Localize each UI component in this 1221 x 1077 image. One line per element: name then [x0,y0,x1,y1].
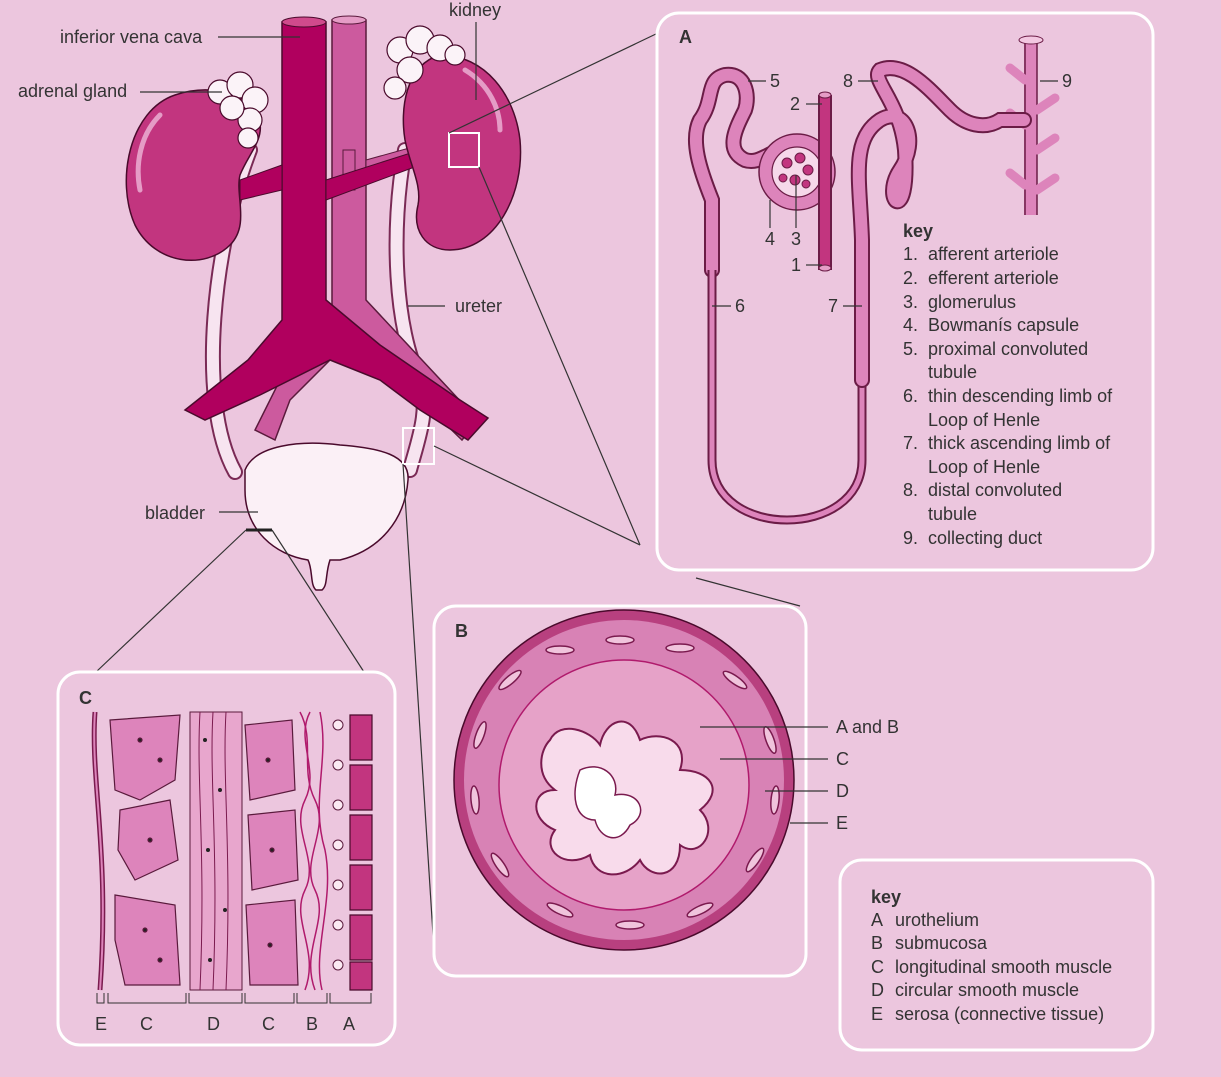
num-2: 2 [790,94,800,114]
longitudinal-muscle-left [109,714,181,986]
label-c: C [836,749,849,769]
key-text: tubule [928,362,977,382]
layer-labels: E C D C B A [95,1014,355,1034]
key-num: 7. [903,433,918,453]
key-text: glomerulus [928,292,1016,312]
panel-c-letter: C [79,688,92,708]
key-num: 4. [903,315,918,335]
label-kidney: kidney [449,0,501,20]
panel-c-bladder-wall: C [56,670,397,1047]
layer-label-b: B [306,1014,318,1034]
collecting-duct [1005,35,1060,215]
layer-key-title: key [871,887,901,907]
nephron-key-title: key [903,221,933,241]
nephron-key: key 1. afferent arteriole 2. efferent ar… [903,221,1113,548]
inferior-vena-cava [183,16,490,441]
label-inferior-vena-cava: inferior vena cava [60,27,203,47]
key-num: 5. [903,339,918,359]
key-num: 6. [903,386,918,406]
urothelium-layer [332,714,373,991]
layer-key-letter: B [871,933,883,953]
label-e: E [836,813,848,833]
layer-label-d: D [207,1014,220,1034]
bladder [244,442,409,591]
num-4: 4 [765,229,775,249]
layer-label-a: A [343,1014,355,1034]
key-text: Bowmanís capsule [928,315,1079,335]
panel-b-ureter-section: B A and B C D E [432,604,899,978]
layer-key-box: key A urothelium B submucosa C longitudi… [838,858,1155,1052]
num-1: 1 [791,255,801,275]
right-kidney [402,54,522,251]
layer-label-e: E [95,1014,107,1034]
key-num: 1. [903,244,918,264]
key-text: thin descending limb of [928,386,1113,406]
num-7: 7 [828,296,838,316]
key-num: 2. [903,268,918,288]
submucosa-layer [299,711,329,991]
key-text: Loop of Henle [928,410,1040,430]
longitudinal-muscle-right [244,719,299,986]
kidney-zoom-box [448,132,480,168]
layer-key-letter: A [871,910,883,930]
layer-key-letter: D [871,980,884,1000]
layer-key-text: submucosa [895,933,988,953]
panel-b-letter: B [455,621,468,641]
glomerulus [778,152,814,189]
label-d: D [836,781,849,801]
section-labels: A and B C D E [700,717,899,833]
layer-label-c2: C [262,1014,275,1034]
panel-a-nephron: A [655,11,1155,572]
num-3: 3 [791,229,801,249]
num-8: 8 [843,71,853,91]
urinary-anatomy [125,15,522,591]
num-5: 5 [770,71,780,91]
layer-label-c: C [140,1014,153,1034]
anatomy-labels: inferior vena cava adrenal gland kidney … [18,0,502,523]
layer-key-letter: E [871,1004,883,1024]
key-text: distal convoluted [928,480,1062,500]
arterioles [818,91,832,272]
label-adrenal-gland: adrenal gland [18,81,127,101]
bowmans-capsule [758,133,836,211]
layer-key-text: longitudinal smooth muscle [895,957,1112,977]
serosa-fibers [470,635,780,930]
key-num: 8. [903,480,918,500]
layer-key-text: circular smooth muscle [895,980,1079,1000]
adrenal-gland-right [383,25,466,100]
key-text: proximal convoluted [928,339,1088,359]
label-ureter: ureter [455,296,502,316]
circular-muscle-layer [189,711,243,991]
key-text: efferent arteriole [928,268,1059,288]
key-num: 3. [903,292,918,312]
key-num: 9. [903,528,918,548]
nephron-number-labels: 5 2 8 9 4 3 1 6 7 [712,71,1072,316]
panel-a-letter: A [679,27,692,47]
nephron-tubule [687,60,1032,525]
key-text: collecting duct [928,528,1042,548]
key-text: Loop of Henle [928,457,1040,477]
num-6: 6 [735,296,745,316]
key-text: thick ascending limb of [928,433,1111,453]
key-text: afferent arteriole [928,244,1059,264]
num-9: 9 [1062,71,1072,91]
label-bladder: bladder [145,503,205,523]
key-text: tubule [928,504,977,524]
layer-key-text: serosa (connective tissue) [895,1004,1104,1024]
layer-key-letter: C [871,957,884,977]
label-a-and-b: A and B [836,717,899,737]
layer-key-text: urothelium [895,910,979,930]
layer-brackets [96,993,372,1004]
zoom-connectors [95,32,801,951]
